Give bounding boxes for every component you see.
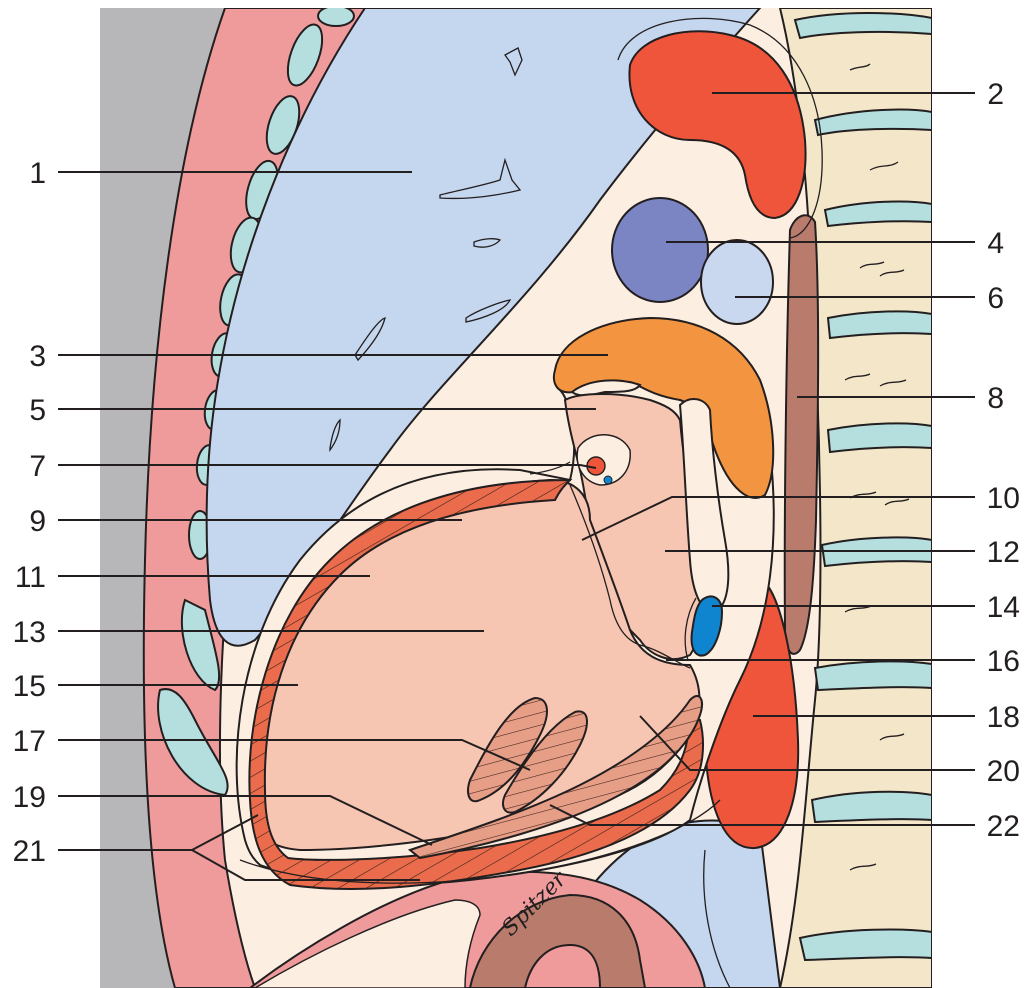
label-15: 15: [13, 670, 46, 703]
label-20: 20: [987, 755, 1020, 788]
label-8: 8: [987, 382, 1004, 415]
label-3: 3: [29, 340, 46, 373]
label-16: 16: [987, 645, 1020, 678]
label-18: 18: [987, 701, 1020, 734]
label-6: 6: [987, 282, 1004, 315]
label-14: 14: [987, 591, 1020, 624]
label-10: 10: [987, 482, 1020, 515]
label-5: 5: [29, 394, 46, 427]
label-11: 11: [15, 561, 46, 594]
label-17: 17: [13, 725, 46, 758]
left-pulmonary-artery: [612, 198, 708, 302]
label-19: 19: [13, 781, 46, 814]
labels-right: 2 4 6 8 10 12 14 16 18 20 22: [987, 78, 1020, 843]
label-2: 2: [987, 78, 1004, 111]
label-9: 9: [29, 505, 46, 538]
label-13: 13: [13, 616, 46, 649]
label-1: 1: [29, 157, 46, 190]
left-main-bronchus: [701, 240, 773, 324]
label-12: 12: [987, 536, 1020, 569]
label-4: 4: [987, 227, 1004, 260]
label-7: 7: [29, 450, 46, 483]
label-21: 21: [13, 835, 46, 868]
labels-left: 1 3 5 7 9 11 13 15 17 19 21: [13, 157, 46, 868]
label-22: 22: [987, 810, 1020, 843]
